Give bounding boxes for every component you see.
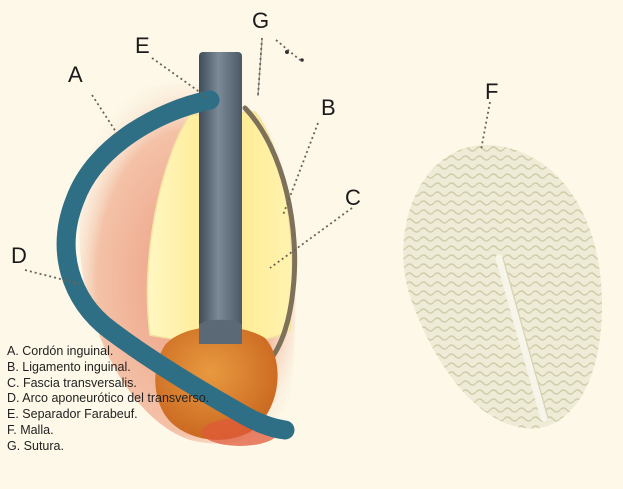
leader-g2 <box>276 40 300 60</box>
label-a: A <box>68 64 83 86</box>
label-f: F <box>485 81 498 103</box>
suture-dot <box>300 58 304 62</box>
legend-item-c: C. Fascia transversalis. <box>7 376 209 392</box>
legend: A. Cordón inguinal. B. Ligamento inguina… <box>7 344 209 455</box>
legend-item-d: D. Arco aponeurótico del transverso. <box>7 391 209 407</box>
legend-item-g: G. Sutura. <box>7 439 209 455</box>
label-b: B <box>321 97 336 119</box>
label-g: G <box>252 10 269 32</box>
legend-item-e: E. Separador Farabeuf. <box>7 407 209 423</box>
mesh-pattern <box>403 145 602 429</box>
leader-f <box>481 102 490 150</box>
legend-item-f: F. Malla. <box>7 423 209 439</box>
label-d: D <box>11 245 27 267</box>
legend-item-b: B. Ligamento inguinal. <box>7 360 209 376</box>
retractor-tip <box>199 320 242 344</box>
label-c: C <box>345 187 361 209</box>
label-e: E <box>135 35 150 57</box>
legend-item-a: A. Cordón inguinal. <box>7 344 209 360</box>
